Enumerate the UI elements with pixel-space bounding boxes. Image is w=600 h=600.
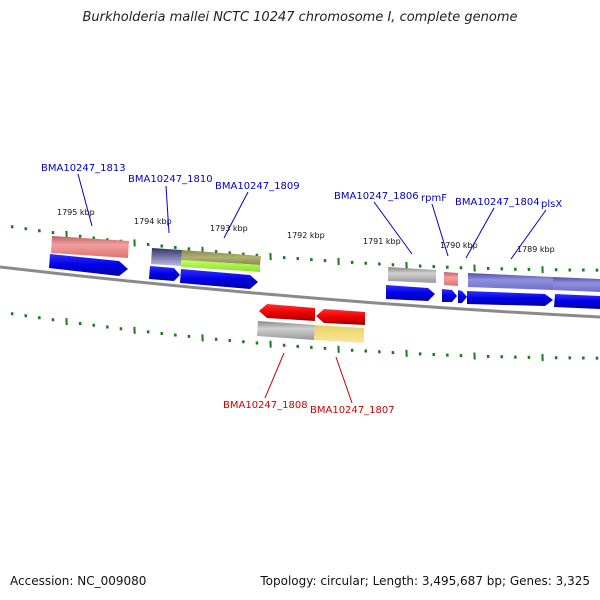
accession-text: Accession: NC_009080 xyxy=(10,574,147,588)
forward-leader-lines xyxy=(77,173,547,260)
forward-feature-track xyxy=(51,236,600,292)
map-title: Burkholderia mallei NCTC 10247 chromosom… xyxy=(82,10,518,25)
gene-label[interactable]: BMA10247_1810 xyxy=(128,174,213,185)
reverse-cds-track xyxy=(259,304,365,325)
feature-bar xyxy=(553,277,600,292)
forward-cds-arrow xyxy=(49,254,128,276)
forward-cds-arrow xyxy=(180,269,258,289)
scale-label: 1792 kbp xyxy=(287,231,325,240)
reverse-cds-arrow xyxy=(316,309,365,325)
gene-label[interactable]: BMA10247_1804 xyxy=(455,197,540,208)
feature-bar xyxy=(388,267,436,283)
scale-label: 1789 kbp xyxy=(517,245,555,254)
feature-bar xyxy=(257,321,315,340)
gene-label[interactable]: BMA10247_1806 xyxy=(334,191,419,202)
forward-cds-arrow xyxy=(149,266,180,281)
feature-bar xyxy=(51,236,129,258)
feature-bar xyxy=(151,248,182,266)
outer-tick-ring xyxy=(10,225,599,274)
inner-tick-ring xyxy=(10,312,599,362)
forward-cds-arrow xyxy=(442,289,457,302)
scale-label: 1791 kbp xyxy=(363,237,401,246)
feature-bar xyxy=(444,272,458,286)
forward-cds-arrow xyxy=(467,291,553,306)
feature-bar xyxy=(314,325,364,343)
feature-bar xyxy=(181,260,260,272)
gene-label[interactable]: rpmF xyxy=(421,193,447,204)
reverse-feature-track xyxy=(257,321,364,343)
gene-label[interactable]: BMA10247_1813 xyxy=(41,163,126,174)
feature-bar xyxy=(181,250,261,265)
reverse-cds-arrow xyxy=(259,304,315,321)
scale-label: 1794 kbp xyxy=(134,217,172,226)
feature-bar xyxy=(468,273,553,290)
gene-label[interactable]: BMA10247_1807 xyxy=(310,405,395,416)
forward-cds-track xyxy=(49,254,600,309)
gene-label[interactable]: BMA10247_1809 xyxy=(215,181,300,192)
forward-cds-arrow xyxy=(554,294,600,309)
genome-backbone xyxy=(0,265,600,319)
gene-label[interactable]: BMA10247_1808 xyxy=(223,400,308,411)
forward-cds-arrow xyxy=(386,285,435,301)
scale-label: 1790 kbp xyxy=(440,241,478,250)
forward-cds-arrow xyxy=(458,290,467,303)
genome-summary-text: Topology: circular; Length: 3,495,687 bp… xyxy=(260,574,590,588)
scale-label: 1795 kbp xyxy=(57,208,95,217)
gene-label[interactable]: plsX xyxy=(541,199,562,210)
reverse-leader-lines xyxy=(264,352,353,404)
